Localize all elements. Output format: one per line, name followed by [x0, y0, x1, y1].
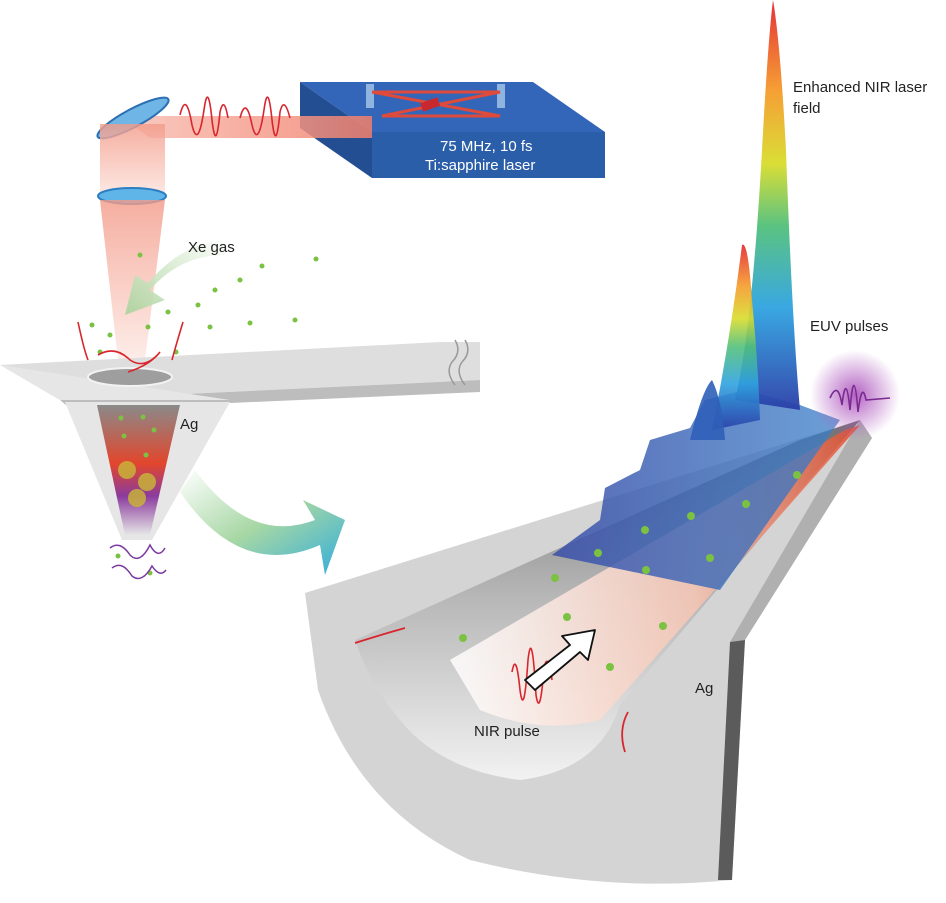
gas-atom	[118, 415, 124, 421]
gas-atom	[606, 663, 614, 671]
field-hotspot	[128, 489, 146, 507]
pulse-wave-2	[239, 96, 291, 137]
gas-atom	[687, 512, 695, 520]
euv-emission: EUV pulses	[810, 318, 900, 440]
euv-pulses-label: EUV pulses	[810, 318, 888, 335]
xe-gas-arrow	[125, 240, 230, 315]
focused-beam	[100, 200, 165, 360]
gas-atom	[165, 309, 171, 315]
gas-atom	[313, 256, 319, 262]
gas-atom	[551, 574, 559, 582]
gas-atom	[642, 566, 650, 574]
gas-atom	[247, 320, 253, 326]
gas-atom	[143, 452, 149, 458]
beam-path	[96, 96, 372, 360]
pulse-wave-1	[179, 96, 229, 137]
ag-plate-overview: Ag	[0, 321, 480, 580]
euv-pulse-wave	[829, 384, 891, 413]
laser-spec-line2: Ti:sapphire laser	[425, 157, 535, 174]
field-hotspot	[118, 461, 136, 479]
field-envelope-plane	[552, 390, 840, 590]
propagation-arrow	[524, 629, 596, 691]
euv-output-pulse	[109, 543, 167, 580]
gas-atom	[151, 427, 157, 433]
laser-box-front	[372, 132, 605, 178]
aperture	[87, 367, 173, 387]
gas-atom	[140, 414, 146, 420]
laser-source: 75 MHz, 10 fs Ti:sapphire laser	[300, 82, 605, 178]
field-hotspot	[138, 473, 156, 491]
gas-atom	[115, 553, 121, 559]
gas-atom	[594, 549, 602, 557]
gas-atom	[237, 277, 243, 283]
enhanced-field-line1: Enhanced NIR laser	[793, 79, 927, 96]
gas-atom	[89, 322, 95, 328]
gain-crystal	[420, 97, 441, 112]
groove-pulse-left	[354, 627, 406, 644]
gas-atom	[292, 317, 298, 323]
field-spike-small	[690, 380, 725, 440]
gas-atom	[563, 613, 571, 621]
nir-pulse-label: NIR pulse	[474, 723, 540, 740]
laser-spec-line1: 75 MHz, 10 fs	[440, 138, 533, 155]
gas-atom	[659, 622, 667, 630]
gas-atom	[742, 500, 750, 508]
channel-right-side	[718, 640, 745, 880]
plate-break-mark	[448, 339, 469, 386]
nir-pulse: NIR pulse	[474, 629, 596, 740]
xe-gas-label: Xe gas	[188, 239, 235, 256]
cone-interior	[97, 405, 180, 535]
cavity-mirror-right	[497, 84, 505, 108]
vertical-beam	[100, 124, 165, 200]
ag-large-label: Ag	[695, 680, 713, 697]
channel-right-face	[730, 420, 872, 642]
gas-atom	[121, 433, 127, 439]
ag-small-label: Ag	[180, 416, 198, 433]
euv-glow	[810, 350, 900, 440]
field-spike-secondary	[712, 244, 760, 430]
gas-atom	[207, 324, 213, 330]
gas-atom	[259, 263, 265, 269]
focus-pulse	[77, 321, 184, 373]
cavity-mirror-left	[366, 84, 374, 108]
zoom-arrow	[180, 470, 345, 575]
gas-atom	[459, 634, 467, 642]
gas-atom	[706, 554, 714, 562]
horizontal-beam	[120, 116, 372, 138]
gas-atom	[641, 526, 649, 534]
gas-atom	[137, 252, 143, 258]
gas-atom	[107, 332, 113, 338]
groove-pulse-right	[621, 711, 629, 753]
enhanced-field-line2: field	[793, 100, 821, 117]
gas-atom	[793, 471, 801, 479]
cavity-beam-path	[371, 90, 501, 118]
gas-atom	[212, 287, 218, 293]
enhanced-field-profile: Enhanced NIR laser field	[459, 0, 927, 671]
gas-atom	[195, 302, 201, 308]
gas-atom	[145, 324, 151, 330]
